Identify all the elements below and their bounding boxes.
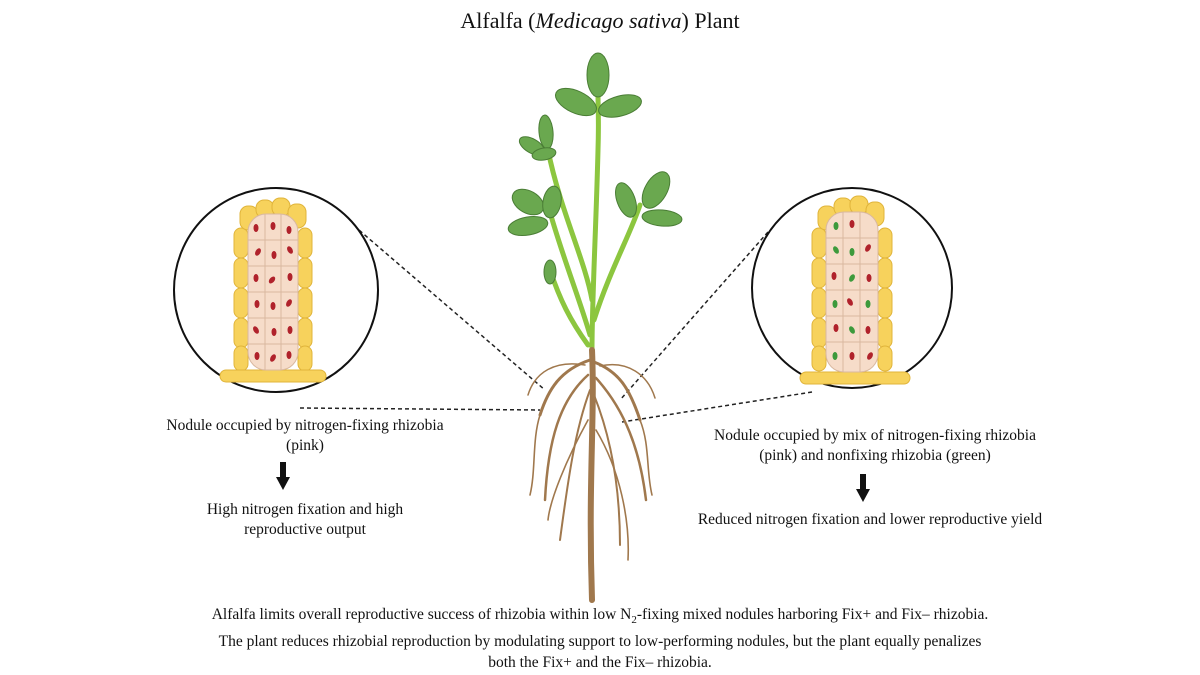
left-nodule-label: Nodule occupied by nitrogen-fixing rhizo… — [166, 417, 444, 454]
caption-line-2: The plant reduces rhizobial reproduction… — [218, 633, 982, 651]
left-nodule-magnifier — [173, 187, 379, 393]
right-nonfixing-rhizobia — [832, 222, 871, 360]
right-fixing-rhizobia — [831, 220, 873, 360]
species-name: Medicago sativa — [535, 8, 682, 33]
figure-caption: Alfalfa limits overall reproductive succ… — [100, 604, 1100, 673]
right-down-arrow-icon — [856, 474, 870, 502]
left-fixing-rhizobia — [253, 222, 293, 362]
left-connector-lines — [299, 211, 546, 411]
left-down-arrow-icon — [276, 462, 290, 490]
right-nodule-label: Nodule occupied by mix of nitrogen-fixin… — [714, 427, 1036, 464]
caption-line-3: both the Fix+ and the Fix– rhizobia. — [488, 654, 712, 672]
right-connector-lines — [619, 231, 813, 423]
alfalfa-shoot — [545, 92, 643, 353]
caption-line-1: Alfalfa limits overall reproductive succ… — [211, 606, 989, 627]
alfalfa-roots — [527, 347, 656, 603]
right-nodule-magnifier — [751, 187, 953, 389]
figure-title: Alfalfa (Medicago sativa) Plant — [460, 8, 740, 33]
right-outcome-text: Reduced nitrogen fixation and lower repr… — [697, 511, 1043, 528]
left-outcome-text: High nitrogen fixation and high reproduc… — [206, 501, 404, 538]
alfalfa-leaves — [507, 52, 683, 285]
